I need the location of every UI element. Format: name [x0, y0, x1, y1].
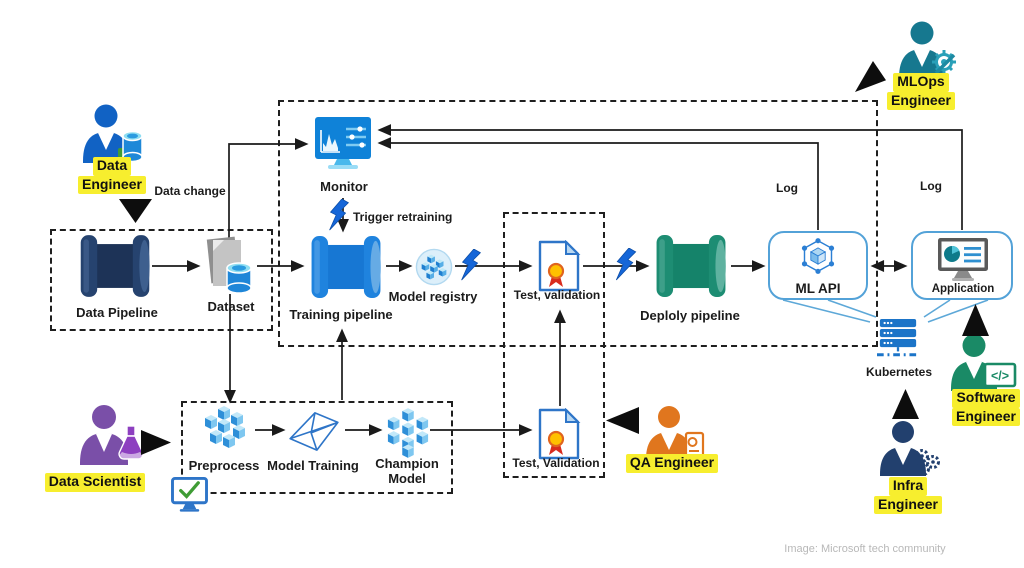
gear-cluster-icon — [915, 449, 940, 476]
gear-wrench-icon — [932, 50, 956, 75]
network-cube-icon — [801, 238, 835, 274]
model-registry-sphere-icon — [415, 248, 453, 286]
triangle-arrow-icon — [119, 199, 152, 223]
software-engineer-label: Software Engineer — [934, 389, 1024, 426]
triangle-arrow-icon — [892, 389, 919, 419]
data-pipeline-barrel-icon — [80, 235, 150, 297]
model-registry-label: Model registry — [388, 289, 478, 304]
triangle-arrow-icon — [606, 407, 639, 434]
code-panel-icon: </> — [983, 362, 1017, 388]
dataset-label: Dataset — [207, 299, 255, 314]
flask-icon — [118, 425, 144, 460]
data-engineer-label: Data Engineer — [62, 157, 162, 194]
data-change-label: Data change — [154, 184, 226, 198]
champion-model-label: Champion Model — [375, 456, 439, 486]
experimentation-box — [181, 401, 453, 494]
test-validation-upper-label: Test, validation — [513, 288, 601, 302]
app-monitor-icon — [938, 238, 988, 281]
deploy-lightning-icon — [615, 248, 637, 281]
qa-engineer-label: QA Engineer — [612, 454, 732, 473]
test-validation-lower-doc-icon — [538, 408, 581, 460]
model-training-wireframe-icon — [289, 412, 339, 451]
svg-text:</>: </> — [991, 369, 1009, 383]
data-pipeline-label: Data Pipeline — [76, 305, 158, 320]
data-engineer-person-icon — [83, 104, 143, 163]
infra-engineer-label: Infra Engineer — [858, 477, 958, 514]
infra-engineer-person-icon — [880, 421, 940, 476]
software-engineer-person-icon: </> — [951, 334, 1017, 391]
training-pipeline-barrel-icon — [311, 236, 381, 298]
registry-lightning-icon — [461, 249, 482, 281]
trigger-lightning-icon — [329, 199, 350, 231]
deploy-pipeline-barrel-icon — [656, 235, 726, 297]
mlops-engineer-label: MLOps Engineer — [871, 73, 971, 110]
monitor-label: Monitor — [320, 179, 368, 194]
trigger-retraining-label: Trigger retraining — [353, 210, 453, 224]
log-label-application: Log — [920, 179, 942, 193]
monitor-chart-icon — [315, 117, 371, 169]
triangle-arrow-icon — [962, 304, 989, 336]
test-validation-lower-label: Test, Validation — [512, 456, 600, 470]
deploy-pipeline-label: Deploly pipeline — [640, 308, 740, 323]
check-monitor-icon — [171, 477, 208, 512]
kubernetes-server-stack-icon — [877, 318, 919, 357]
model-training-label: Model Training — [267, 458, 359, 473]
data-scientist-label: Data Scientist — [35, 473, 155, 492]
champion-model-cubes-icon — [387, 408, 429, 458]
data-scientist-person-icon — [80, 405, 144, 465]
kubernetes-label: Kubernetes — [865, 365, 933, 379]
mlops-engineer-person-icon — [899, 21, 956, 80]
triangle-arrow-icon — [141, 430, 171, 455]
training-pipeline-label: Training pipeline — [289, 307, 393, 322]
ml-api-label: ML API — [795, 281, 841, 296]
preprocess-label: Preprocess — [188, 458, 260, 473]
test-validation-upper-doc-icon — [538, 240, 581, 292]
image-credit-caption: Image: Microsoft tech community — [784, 543, 946, 555]
preprocess-cubes-icon — [205, 406, 245, 448]
data-pipeline-box — [50, 229, 273, 331]
application-label: Application — [931, 283, 995, 295]
log-label-ml-api: Log — [776, 181, 798, 195]
dataset-icon — [206, 236, 252, 294]
